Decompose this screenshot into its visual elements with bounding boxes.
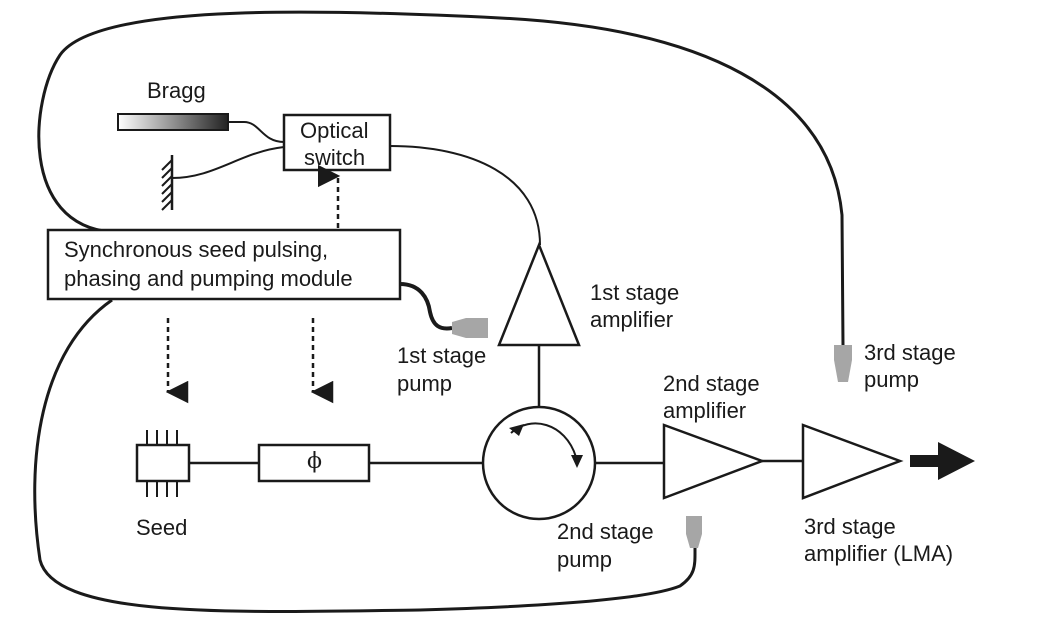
pump1-connector [452,318,488,338]
optical-switch-label-line1: Optical [300,118,369,143]
module-to-pump1-fiber [399,282,453,331]
circulator-arrowhead-icon [571,455,583,468]
phase-modulator-box [257,443,371,483]
stage1-pump-label-line1: 1st stage [397,343,487,368]
pump2-connector [686,516,702,548]
mirror-fiber [171,146,285,179]
stage3-amp-label-line2: amplifier (LMA) [804,541,954,566]
stage1-amp-label-line1: 1st stage [590,280,680,305]
output-arrow-icon [910,442,975,480]
optical-switch-label-line2: switch [304,145,366,170]
switch-to-amp1-fiber [389,145,541,246]
stage3-pump-label-line1: 3rd stage [864,340,956,365]
amplifier-1st-stage [497,241,581,347]
bragg-grating [117,113,229,131]
bragg-fiber [228,121,285,143]
stage3-pump-label-line2: pump [864,367,920,392]
mirror-hatch [161,159,173,211]
seed-chip [135,430,191,497]
pump3-connector [834,345,852,382]
seed-label: Seed [136,515,188,540]
stage2-pump-label-line2: pump [557,547,613,572]
circulator-arrowtail-icon [509,424,524,436]
phase-modulator-label: ϕ [307,449,322,474]
module-label-line1: Synchronous seed pulsing, [64,237,329,262]
loop-to-3rd-pump-fiber [37,10,845,346]
stage2-pump-label-line1: 2nd stage [557,519,654,544]
stage1-pump-label-line2: pump [397,371,453,396]
bragg-label: Bragg [147,78,206,103]
loop-to-2nd-pump-fiber [33,298,697,613]
amplifier-3rd-stage [801,423,904,500]
stage2-amp-label-line1: 2nd stage [663,371,760,396]
amplifier-2nd-stage [662,423,766,500]
stage1-amp-label-line2: amplifier [590,307,674,332]
stage3-amp-label-line1: 3rd stage [804,514,896,539]
module-label-line2: phasing and pumping module [64,266,353,291]
stage2-amp-label-line2: amplifier [663,398,747,423]
module-box [46,228,402,301]
